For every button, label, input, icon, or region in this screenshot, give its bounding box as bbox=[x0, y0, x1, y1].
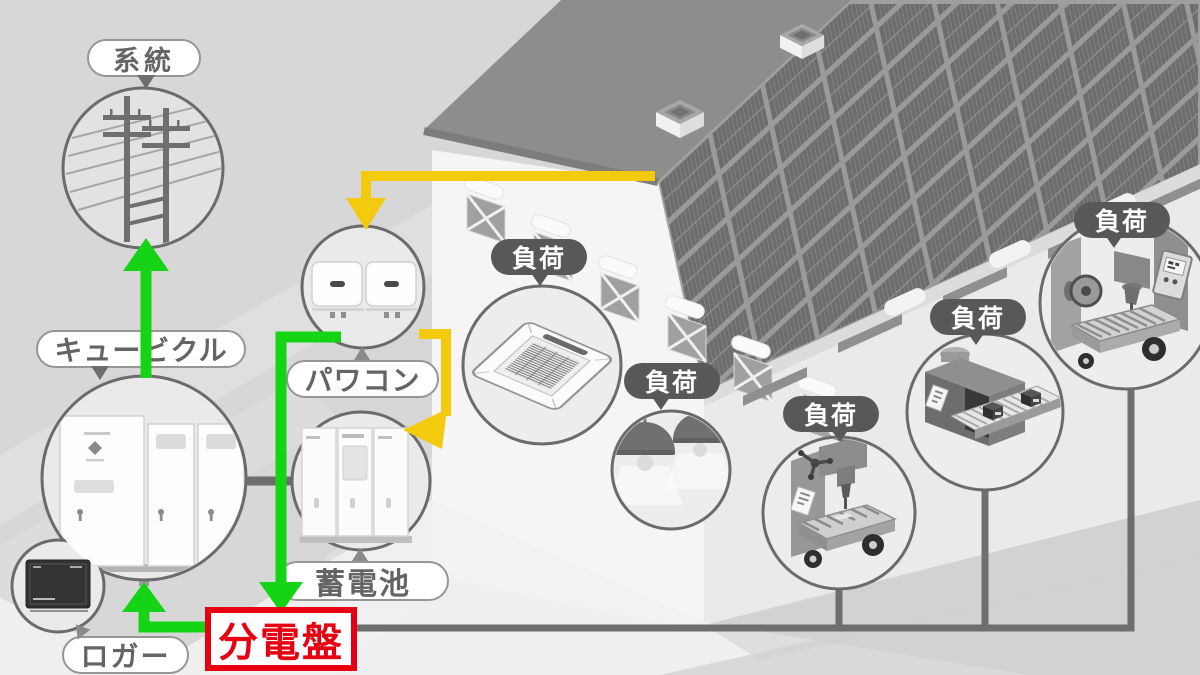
load-label-conveyor-pointer-icon bbox=[967, 332, 985, 345]
roof-vent-icon bbox=[656, 100, 704, 138]
load-label-ac-pointer-icon bbox=[531, 273, 549, 286]
utility-poles-icon bbox=[65, 96, 221, 246]
load-label-mill: 負荷 bbox=[783, 396, 879, 432]
cubicle-label: キュービクル bbox=[36, 330, 246, 368]
roof-vent-icon bbox=[780, 24, 825, 59]
battery-label-pointer-icon bbox=[352, 548, 368, 561]
load-label-ac: 負荷 bbox=[491, 239, 587, 275]
cable-line bbox=[352, 390, 1135, 632]
load-label-machine: 負荷 bbox=[1074, 202, 1170, 238]
milling-machine-icon bbox=[790, 439, 898, 568]
load-label-machine-pointer-icon bbox=[1105, 235, 1123, 248]
load-label-mill-pointer-icon bbox=[831, 429, 849, 442]
logger-device-icon bbox=[25, 559, 91, 612]
grid-label: 系統 bbox=[87, 39, 201, 77]
ceiling-air-conditioner-icon bbox=[472, 322, 612, 410]
inverter-units-icon bbox=[311, 261, 418, 318]
belt-conveyor-icon bbox=[925, 347, 1061, 446]
machine-tool-icon bbox=[1051, 219, 1193, 369]
distribution-board-label: 分電盤 bbox=[205, 607, 357, 671]
load-label-conveyor: 負荷 bbox=[930, 299, 1026, 335]
load-label-lights-pointer-icon bbox=[652, 397, 670, 410]
cubicle-label-pointer-icon bbox=[91, 366, 109, 380]
plain-roof-slope bbox=[424, 0, 851, 181]
battery-label: 蓄電池 bbox=[277, 561, 449, 601]
battery-cabinets-icon bbox=[300, 427, 412, 543]
powercon-label-pointer-icon bbox=[354, 347, 370, 360]
load-label-lights: 負荷 bbox=[624, 363, 720, 399]
grid-label-pointer-icon bbox=[137, 75, 155, 89]
powercon-label: パワコン bbox=[286, 360, 439, 398]
solar-panel-array bbox=[660, 4, 1198, 389]
logger-label: ロガー bbox=[62, 636, 189, 674]
